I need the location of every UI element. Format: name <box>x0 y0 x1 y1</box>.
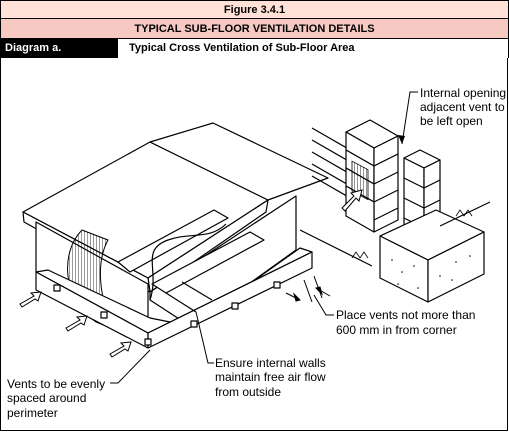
figure-title: TYPICAL SUB-FLOOR VENTILATION DETAILS <box>0 19 509 39</box>
leader-corner-spacing <box>313 294 334 316</box>
airflow-arrow-icon <box>65 315 88 332</box>
vent-left-2 <box>100 311 108 319</box>
callout-internal-opening: Internal opening adjacent vent to be lef… <box>420 86 509 128</box>
airflow-arrows <box>19 291 132 358</box>
brick-wall-detail <box>299 119 491 303</box>
vent-side-2 <box>231 302 239 310</box>
roof-right-plane <box>149 122 329 201</box>
footing-side <box>427 231 485 303</box>
leader-internal-walls <box>195 311 214 364</box>
callout-corner-spacing: Place vents not more than 600 mm in from… <box>336 308 479 337</box>
diagram-subheader: Diagram a. Typical Cross Ventilation of … <box>0 39 509 58</box>
airflow-arrow-icon <box>341 189 363 212</box>
vent-left-1 <box>53 284 61 292</box>
figure-number: Figure 3.4.1 <box>0 0 509 19</box>
vent-side-1 <box>190 320 198 328</box>
vent-side-3 <box>273 281 281 289</box>
callout-even-spacing: Vents to be evenly spaced around perimet… <box>7 377 108 420</box>
airflow-arrow-icon <box>109 341 132 358</box>
vent-left-3 <box>144 338 152 346</box>
callout-internal-walls: Ensure internal walls maintain free air … <box>215 356 329 399</box>
corner-dimension-marker <box>285 275 331 303</box>
ventilation-diagram: Internal opening adjacent vent to be lef… <box>7 86 509 420</box>
brick-block <box>373 153 399 233</box>
diagram-caption: Typical Cross Ventilation of Sub-Floor A… <box>129 42 355 54</box>
diagram-label: Diagram a. <box>1 39 118 58</box>
leader-internal-opening <box>401 91 418 145</box>
airflow-arrow-icon <box>19 291 42 308</box>
internal-wall-1 <box>117 209 229 273</box>
concrete-speckle <box>391 255 471 289</box>
house-illustration <box>22 122 329 349</box>
leader-even-spacing <box>110 349 151 384</box>
leader-lines <box>110 91 418 384</box>
internal-wall-2 <box>151 231 265 294</box>
